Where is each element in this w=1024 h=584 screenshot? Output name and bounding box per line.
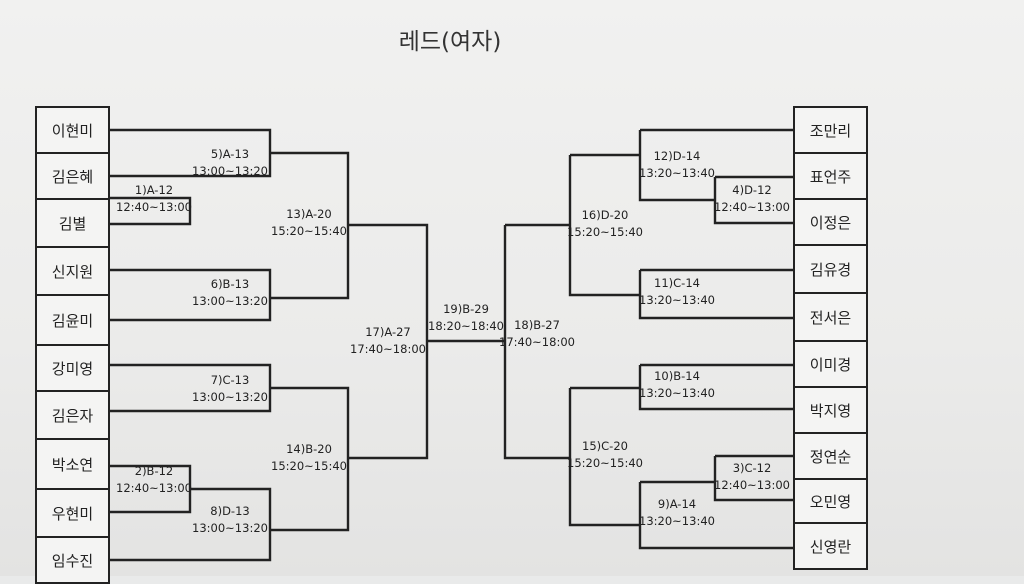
- match-id: 3)C-12: [732, 461, 772, 475]
- match-time: 13:20~13:40: [639, 293, 715, 307]
- bracket-line: [108, 196, 192, 226]
- match-label: 17)A-27 17:40~18:00: [338, 324, 438, 358]
- match-time: 13:00~13:20: [192, 521, 268, 535]
- player-box: 우현미: [35, 488, 110, 538]
- match-label: 16)D-20 15:20~15:40: [555, 207, 655, 241]
- match-id: 18)B-27: [514, 318, 560, 332]
- match-id: 15)C-20: [582, 439, 628, 453]
- player-box: 표언주: [793, 152, 868, 200]
- match-label: 6)B-13 13:00~13:20: [180, 276, 280, 310]
- match-id: 9)A-14: [657, 497, 697, 511]
- match-id: 17)A-27: [365, 325, 411, 339]
- match-time: 17:40~18:00: [499, 335, 575, 349]
- match-label: 2)B-12 12:40~13:00: [104, 463, 204, 497]
- match-id: 10)B-14: [654, 369, 700, 383]
- match-time: 13:20~13:40: [639, 514, 715, 528]
- match-time: 13:20~13:40: [639, 166, 715, 180]
- player-box: 이정은: [793, 198, 868, 246]
- match-time: 12:40~13:00: [714, 478, 790, 492]
- match-time: 15:20~15:40: [271, 459, 347, 473]
- match-label: 9)A-14 13:20~13:40: [627, 496, 727, 530]
- match-label: 11)C-14 13:20~13:40: [627, 275, 727, 309]
- page-title: 레드(여자): [398, 29, 502, 55]
- player-box: 강미영: [35, 344, 110, 392]
- match-label: 8)D-13 13:00~13:20: [180, 503, 280, 537]
- player-box: 박지영: [793, 386, 868, 434]
- bracket-line: [713, 177, 795, 225]
- player-box: 오민영: [793, 478, 868, 524]
- match-id: 1)A-12: [134, 183, 174, 197]
- player-box: 김유경: [793, 244, 868, 294]
- match-label: 4)D-12 12:40~13:00: [702, 182, 802, 216]
- match-time: 13:00~13:20: [192, 390, 268, 404]
- bracket-line: [108, 487, 272, 562]
- match-time: 12:40~13:00: [714, 200, 790, 214]
- match-id: 8)D-13: [210, 504, 250, 518]
- player-box: 김윤미: [35, 294, 110, 346]
- match-id: 16)D-20: [581, 208, 629, 222]
- player-box: 전서은: [793, 292, 868, 342]
- player-box: 김은자: [35, 390, 110, 440]
- bracket-line: [568, 388, 640, 527]
- player-box: 이미경: [793, 340, 868, 388]
- match-id: 14)B-20: [286, 442, 332, 456]
- match-id: 7)C-13: [210, 373, 250, 387]
- player-box: 김은혜: [35, 152, 110, 200]
- match-time: 12:40~13:00: [116, 200, 192, 214]
- match-id: 4)D-12: [732, 183, 772, 197]
- player-box: 박소연: [35, 438, 110, 490]
- match-id: 12)D-14: [653, 149, 701, 163]
- match-id: 19)B-29: [443, 302, 489, 316]
- match-label: 14)B-20 15:20~15:40: [259, 441, 359, 475]
- match-label: 3)C-12 12:40~13:00: [702, 460, 802, 494]
- bracket-line: [638, 270, 795, 320]
- match-id: 5)A-13: [210, 147, 250, 161]
- match-label: 19)B-29 18:20~18:40: [416, 301, 516, 335]
- match-time: 13:20~13:40: [639, 386, 715, 400]
- bracket-line: [713, 456, 795, 502]
- match-label: 12)D-14 13:20~13:40: [627, 148, 727, 182]
- player-box: 김별: [35, 198, 110, 248]
- match-time: 13:00~13:20: [192, 294, 268, 308]
- bracket-line: [503, 225, 570, 460]
- player-box: 신영란: [793, 522, 868, 570]
- match-label: 1)A-12 12:40~13:00: [104, 182, 204, 216]
- bracket-line: [638, 365, 795, 411]
- match-time: 18:20~18:40: [428, 319, 504, 333]
- player-box: 임수진: [35, 536, 110, 584]
- match-time: 12:40~13:00: [116, 481, 192, 495]
- match-label: 18)B-27 17:40~18:00: [487, 317, 587, 351]
- player-box: 조만리: [793, 106, 868, 154]
- player-box: 정연순: [793, 432, 868, 480]
- match-id: 2)B-12: [134, 464, 174, 478]
- match-label: 7)C-13 13:00~13:20: [180, 372, 280, 406]
- bracket-line: [568, 155, 640, 297]
- bracket-line: [108, 268, 272, 322]
- bracket-line: [638, 130, 715, 202]
- match-time: 15:20~15:40: [271, 224, 347, 238]
- player-box: 이현미: [35, 106, 110, 154]
- match-id: 11)C-14: [654, 276, 700, 290]
- match-label: 10)B-14 13:20~13:40: [627, 368, 727, 402]
- match-time: 17:40~18:00: [350, 342, 426, 356]
- match-id: 6)B-13: [210, 277, 250, 291]
- match-id: 13)A-20: [286, 207, 332, 221]
- match-label: 15)C-20 15:20~15:40: [555, 438, 655, 472]
- match-label: 13)A-20 15:20~15:40: [259, 206, 359, 240]
- match-time: 13:00~13:20: [192, 164, 268, 178]
- match-label: 5)A-13 13:00~13:20: [180, 146, 280, 180]
- match-time: 15:20~15:40: [567, 456, 643, 470]
- player-box: 신지원: [35, 246, 110, 296]
- bracket-line: [638, 482, 795, 550]
- match-time: 15:20~15:40: [567, 225, 643, 239]
